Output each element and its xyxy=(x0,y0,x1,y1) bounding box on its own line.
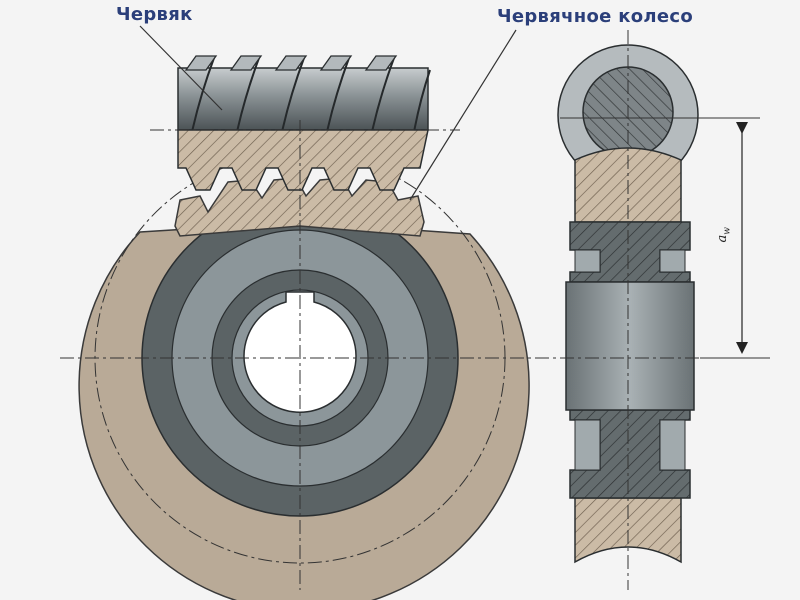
worm-leader-line xyxy=(139,25,223,111)
worm-thread-crests xyxy=(184,55,398,71)
worm-wheel-label: Червячное колесо xyxy=(497,6,694,27)
worm-section xyxy=(177,129,429,191)
worm xyxy=(150,55,460,191)
hub-bore xyxy=(565,281,695,411)
worm-wheel-side-section xyxy=(60,30,770,590)
wheel-leader-line xyxy=(409,29,517,201)
worm-threads xyxy=(191,57,431,133)
center-distance-label: aw xyxy=(714,227,733,243)
worm-body xyxy=(177,67,429,131)
worm-label: Червяк xyxy=(116,4,193,25)
